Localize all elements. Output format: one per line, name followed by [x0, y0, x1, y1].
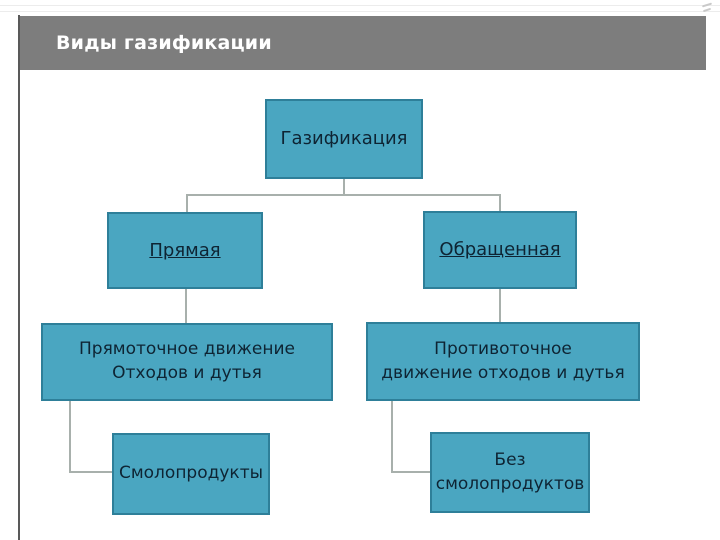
node-no-tar-products: Без смолопродуктов	[430, 432, 590, 513]
node-reversed: Обращенная	[423, 211, 577, 289]
node-cocurrent-flow: Прямоточное движение Отходов и дутья	[41, 323, 333, 401]
connector-elbow-right-horizontal	[391, 471, 430, 473]
left-accent-rule	[18, 15, 20, 540]
node-gasification-label: Газификация	[280, 128, 408, 150]
node-counter-flow-label: Противоточное движение отходов и дутья	[381, 338, 625, 383]
connector-direct-to-cocurrent	[185, 289, 187, 323]
node-direct: Прямая	[107, 212, 263, 289]
node-tar-products-label: Смолопродукты	[118, 463, 264, 484]
connector-drop-reversed	[499, 194, 501, 211]
node-reversed-label: Обращенная	[439, 239, 561, 261]
top-divider-line-2	[0, 11, 720, 12]
node-no-tar-products-label: Без смолопродуктов	[435, 449, 585, 494]
node-direct-label: Прямая	[149, 239, 221, 261]
slide-title: Виды газификации	[56, 32, 272, 54]
node-counter-flow: Противоточное движение отходов и дутья	[366, 322, 640, 401]
connector-level2-crossbar	[186, 194, 501, 196]
connector-reversed-to-counter	[499, 289, 501, 322]
connector-root-stem	[343, 179, 345, 195]
page-curl-icon	[696, 2, 713, 13]
connector-elbow-left-horizontal	[69, 471, 112, 473]
node-cocurrent-flow-label: Прямоточное движение Отходов и дутья	[79, 339, 295, 383]
connector-drop-direct	[186, 194, 188, 212]
connector-elbow-right-vertical	[391, 401, 393, 473]
connector-elbow-left-vertical	[69, 401, 71, 473]
top-divider-line-1	[0, 5, 720, 6]
node-gasification: Газификация	[265, 99, 423, 179]
slide-title-bar: Виды газификации	[20, 16, 706, 70]
node-tar-products: Смолопродукты	[112, 433, 270, 515]
